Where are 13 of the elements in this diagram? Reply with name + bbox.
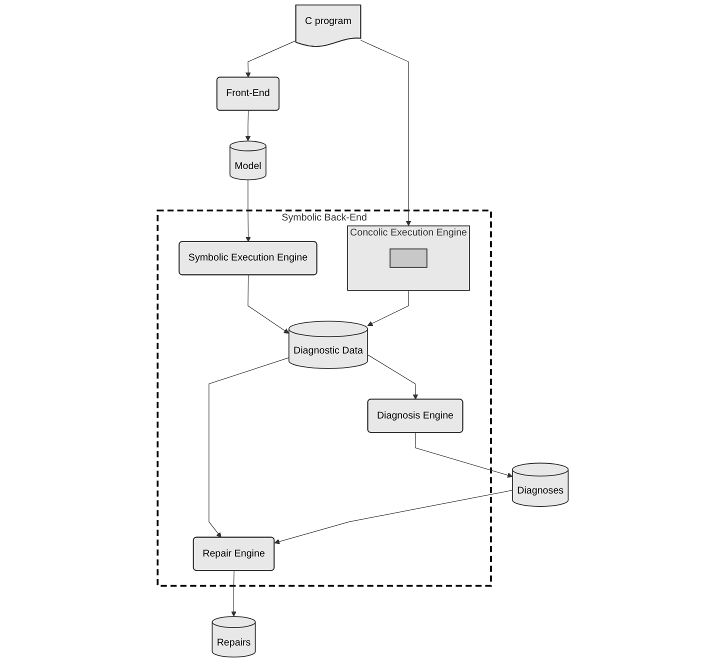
arrow	[245, 110, 251, 142]
node-box	[390, 248, 428, 268]
arrow	[248, 274, 290, 334]
arrow	[415, 432, 513, 478]
arrow	[231, 570, 237, 617]
arrow	[208, 357, 290, 538]
arrow	[274, 490, 513, 544]
arrow	[360, 40, 412, 226]
arrow	[246, 40, 296, 78]
arrow	[246, 179, 252, 242]
cluster: Concolic Execution Engine	[347, 225, 470, 291]
arrow	[367, 354, 418, 400]
arrow	[367, 290, 409, 326]
